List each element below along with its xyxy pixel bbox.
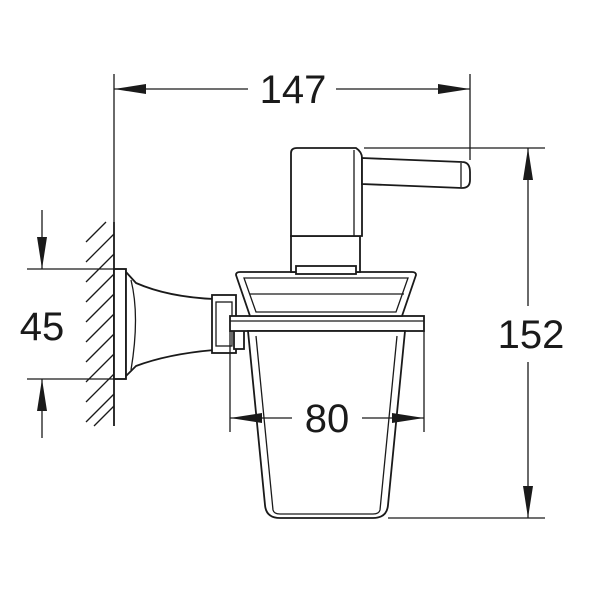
dimension-mount-height: 45 [20,210,126,438]
mount-height-label: 45 [20,305,65,349]
overall-height-label: 152 [498,313,565,357]
wall-mount-bracket [113,268,245,380]
dimension-overall-height: 152 [364,147,565,519]
overall-width-label: 147 [260,68,327,112]
holder-ring [229,315,425,332]
glass-container [247,330,406,519]
wall-hatching [85,221,115,427]
pump-head [290,147,471,275]
dimension-overall-width: 147 [113,68,471,222]
pump-collar [235,271,417,317]
glass-width-label: 80 [305,397,350,441]
dimension-glass-width: 80 [229,331,425,441]
